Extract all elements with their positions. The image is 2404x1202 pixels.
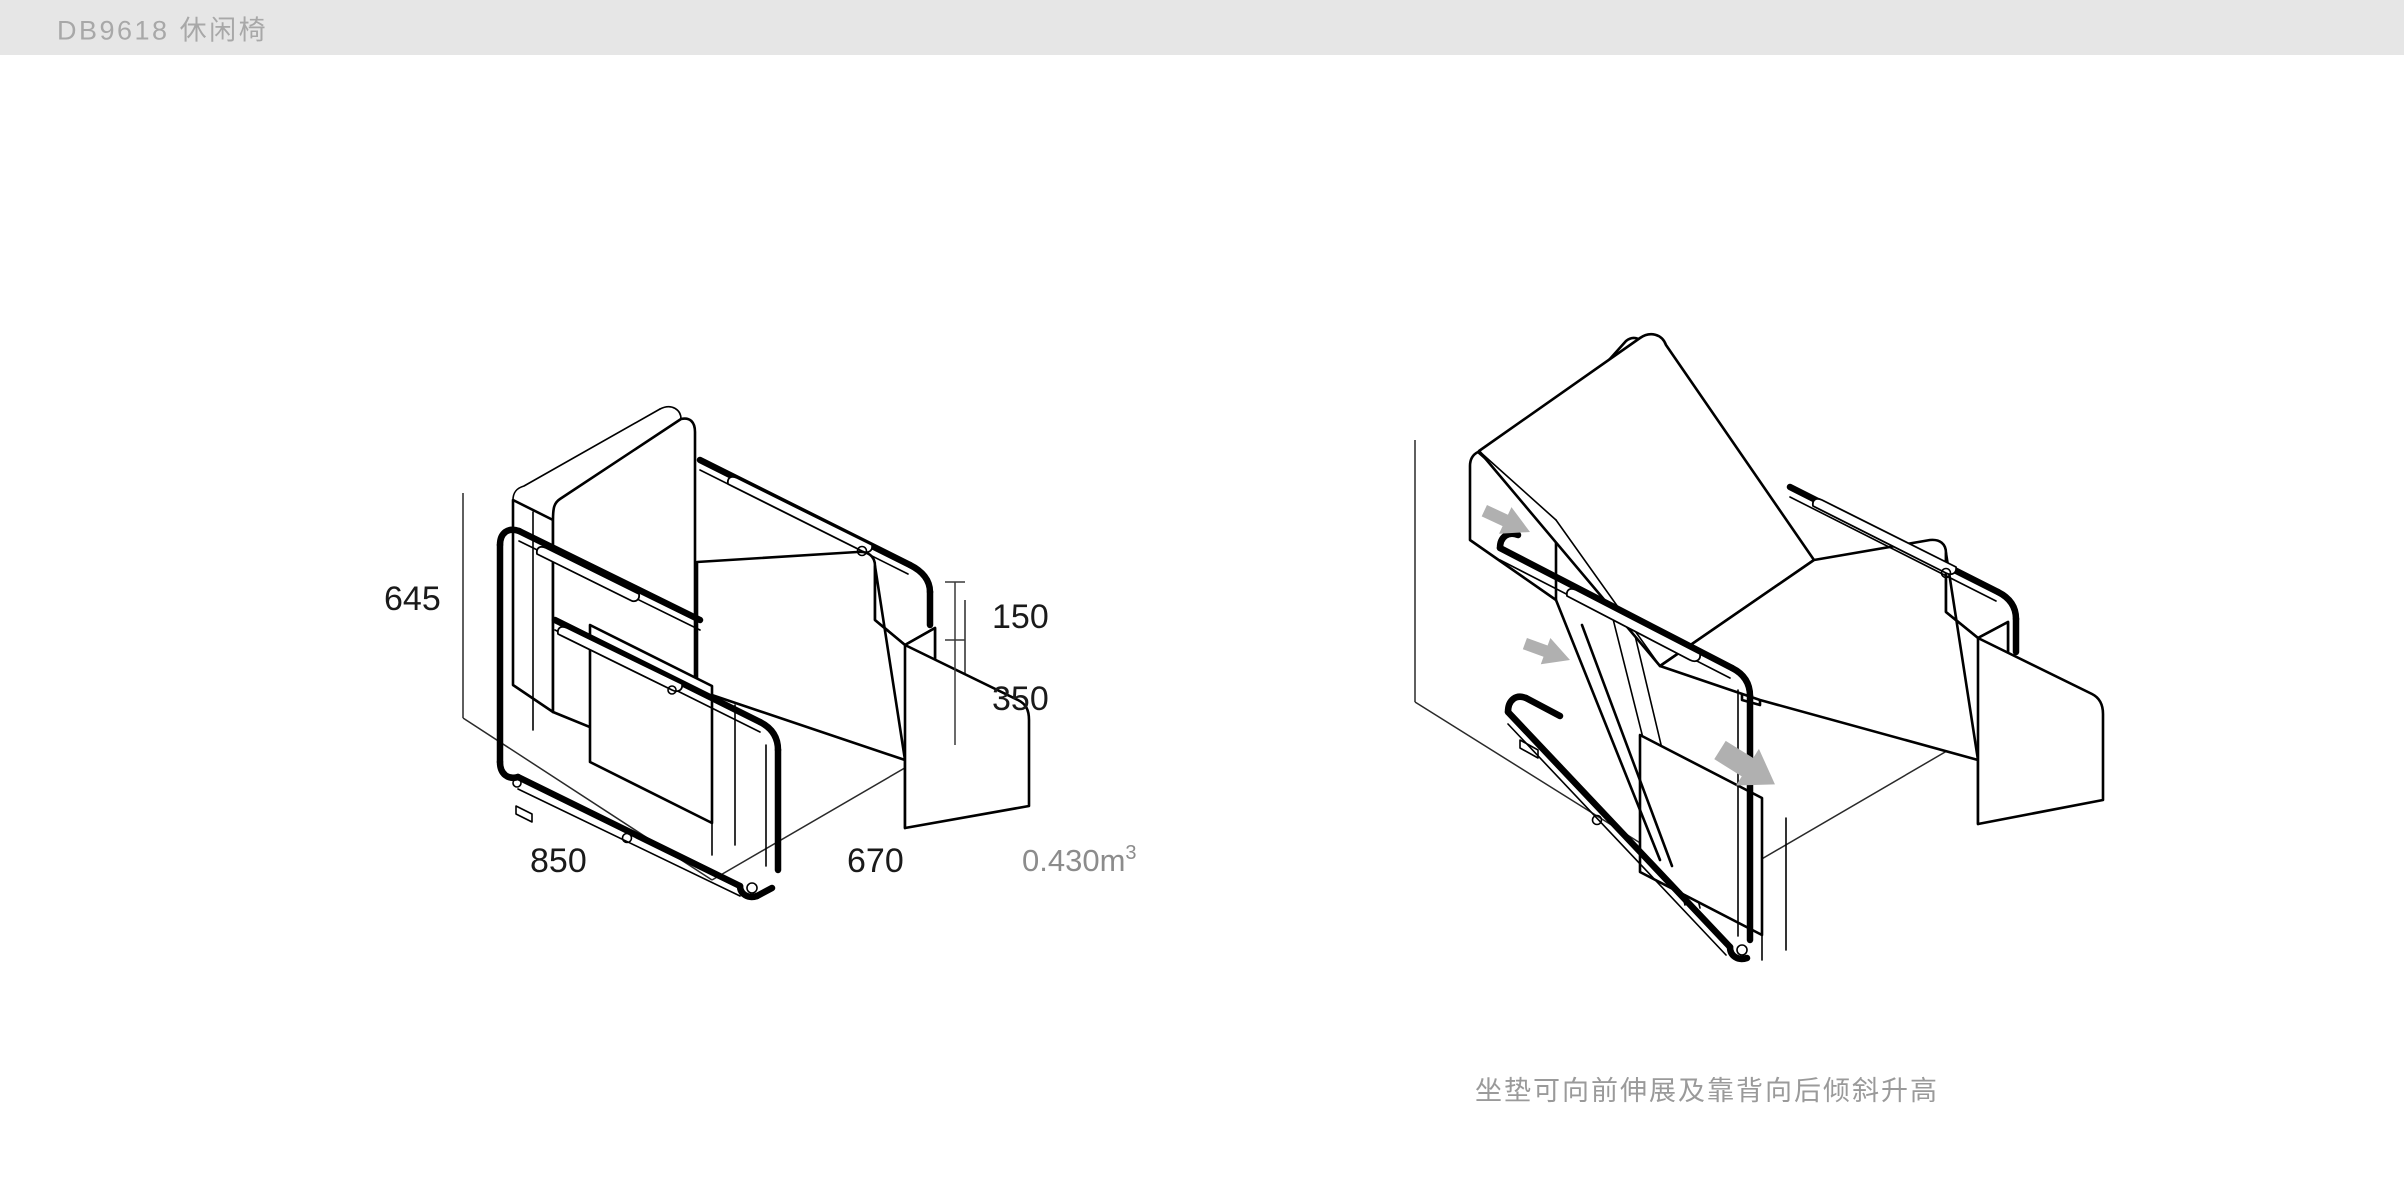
back-left-edge-fold [1478,450,1557,521]
frame-pivot-left [512,778,522,788]
dim-645-label: 645 [384,580,441,618]
r-frame-base-stub-left [1522,694,1564,720]
right-armrest-bolt [856,545,868,557]
svg-text:0.430m3: 0.430m3 [1022,842,1137,878]
frame-left-upper-rail [515,527,704,624]
dim-350-label: 350 [992,680,1049,718]
right-chair-view: 坐垫可向前伸展及靠背向后倾斜升高 [1414,332,2105,1106]
reclined-back-main-face [1477,332,1816,668]
dimension-width-850: 850 [530,842,587,880]
seat-extend-arrow [1714,740,1775,786]
volume-label: 0.430m3 [1022,842,1137,878]
r-right-armrest-bolt [1940,567,1952,579]
left-chair-drawing [496,405,1031,901]
r-frame-upper-rail [1496,544,1736,672]
r-frame-right-rail-inner [1789,496,1997,602]
r-frame-upper-elbow [1496,530,1522,552]
dim-850-label: 850 [530,842,587,880]
backrest-top-edge [512,408,661,501]
frame-bottom-stub [753,884,776,900]
r-frame-bottom-rail [1504,708,1734,951]
frame-pivot-front [746,882,758,894]
mid-armrest-tube [556,625,684,693]
volume-value: 0.430m [1022,843,1125,878]
frame-lift-arrow [1522,637,1570,665]
left-armrest-tube [535,545,641,603]
page-title: DB9618 休闲椅 [57,15,269,45]
volume-superscript: 3 [1125,842,1136,864]
frame-bolt-bottom [621,832,633,844]
frame-front-elbow [756,718,782,754]
frame-bracket [515,805,533,823]
dimension-height-645: 645 [384,580,441,618]
dim-670-label: 670 [847,842,904,880]
reclined-seat-cushion [1658,538,1980,762]
frame-mid-rail [551,616,764,726]
dimension-stack-right: 150 350 [945,581,1049,745]
frame-bottom-rail-left [514,773,744,890]
r-mid-armrest-tube [1565,587,1702,663]
r-frame-right-elbow [1994,588,2020,623]
backrest-top-corner [659,405,682,420]
r-right-armrest-tube [1811,497,1958,576]
r-frame-bracket [1519,739,1539,759]
r-frame-bolt-bottom [1591,814,1603,826]
left-chair-view: 645 850 670 150 350 0.430m3 [384,405,1137,901]
back-center-fold [1555,519,1661,667]
backrest-tilt-arrow [1481,504,1530,534]
frame-right-elbow [906,561,934,596]
r-frame-bottom-elbow-front [1726,943,1751,963]
mechanism-caption: 坐垫可向前伸展及靠背向后倾斜升高 [1475,1076,1939,1106]
right-outer-board [903,643,1031,830]
header-bar: DB9618 休闲椅 [0,0,2404,55]
motion-arrows [1481,504,1775,786]
right-chair-drawing [1468,332,2105,963]
dimension-depth-670: 670 [847,842,904,880]
recline-link-b [1580,623,1674,868]
r-frame-pivot-front [1736,944,1748,956]
recline-link-a [1554,598,1662,862]
reclined-right-outer-board [1976,636,2105,826]
mid-rail-bolt [667,685,677,695]
backrest-fold-edge [512,499,554,521]
r-frame-bottom-rail-inner [1507,723,1727,956]
dim-150-label: 150 [992,598,1049,636]
right-armrest-tube [726,475,874,554]
